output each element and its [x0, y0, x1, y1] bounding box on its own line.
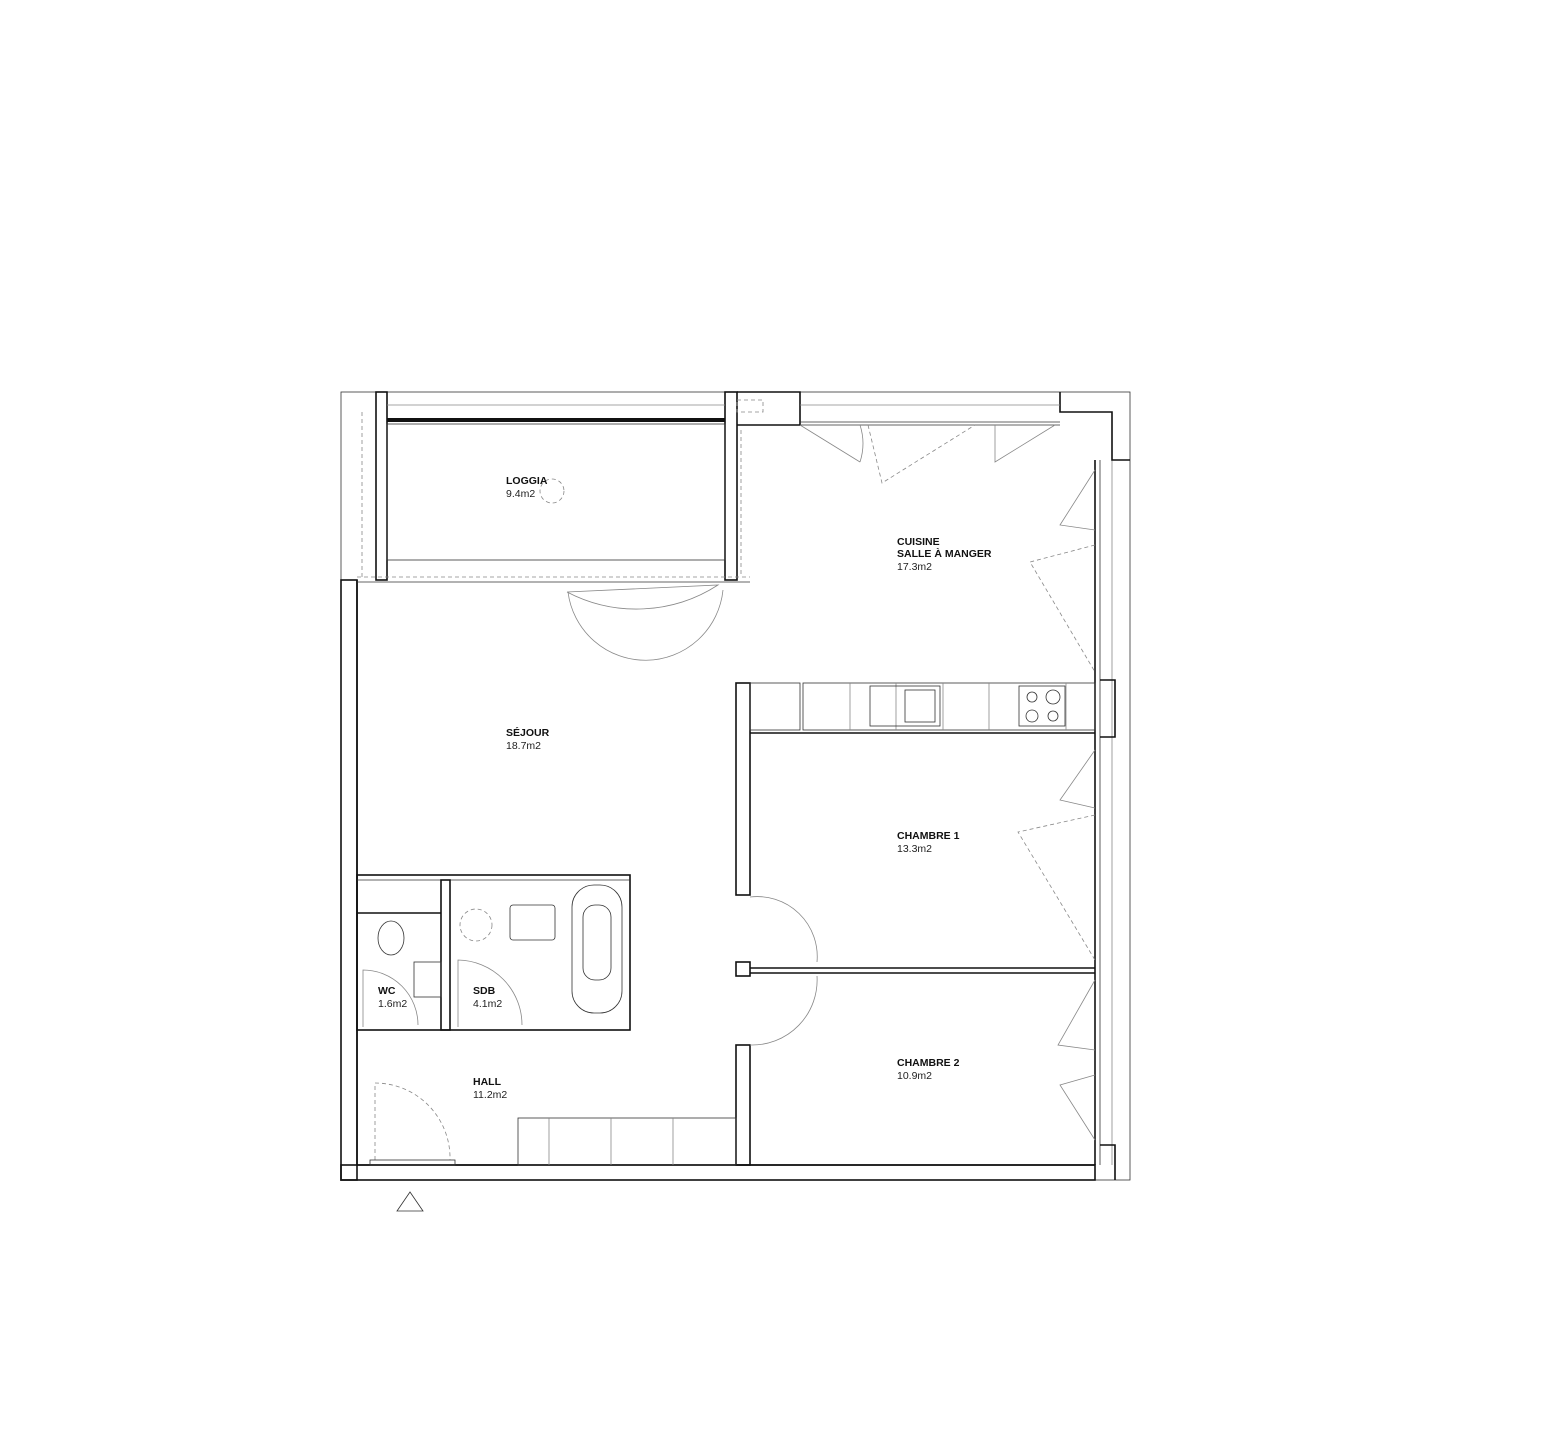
svg-text:1.6m2: 1.6m2 — [378, 998, 407, 1010]
svg-text:WC: WC — [378, 985, 396, 997]
room-label-loggia: LOGGIA 9.4m2 — [506, 475, 548, 500]
svg-text:10.9m2: 10.9m2 — [897, 1070, 932, 1082]
bedroom-walls — [735, 749, 1096, 1166]
svg-text:SDB: SDB — [473, 985, 496, 997]
kitchen-counter — [735, 682, 1096, 896]
cooktop-icon — [1018, 685, 1066, 727]
loggia — [357, 391, 750, 661]
hall-fixtures — [369, 1082, 737, 1212]
svg-text:CHAMBRE 2: CHAMBRE 2 — [897, 1057, 960, 1069]
svg-text:SÉJOUR: SÉJOUR — [506, 726, 550, 739]
svg-text:17.3m2: 17.3m2 — [897, 561, 932, 573]
svg-text:11.2m2: 11.2m2 — [473, 1089, 507, 1101]
sink-icon — [869, 685, 941, 727]
svg-text:18.7m2: 18.7m2 — [506, 740, 541, 752]
svg-text:CHAMBRE 1: CHAMBRE 1 — [897, 830, 960, 842]
svg-text:SALLE À MANGER: SALLE À MANGER — [897, 547, 992, 560]
svg-text:CUISINE: CUISINE — [897, 536, 940, 548]
room-label-wc: WC 1.6m2 — [378, 985, 407, 1010]
room-label-sejour: SÉJOUR 18.7m2 — [506, 726, 550, 752]
svg-text:4.1m2: 4.1m2 — [473, 998, 502, 1010]
bathroom-block — [356, 874, 631, 1031]
kitchen-windows — [736, 391, 1096, 673]
svg-text:13.3m2: 13.3m2 — [897, 843, 932, 855]
washbasin-icon — [509, 904, 556, 941]
room-label-chambre1: CHAMBRE 1 13.3m2 — [897, 830, 960, 855]
bathtub-icon — [571, 884, 623, 1014]
entrance-arrow-icon — [396, 1191, 424, 1212]
room-label-chambre2: CHAMBRE 2 10.9m2 — [897, 1057, 960, 1082]
room-label-sdb: SDB 4.1m2 — [473, 985, 502, 1010]
svg-text:LOGGIA: LOGGIA — [506, 475, 548, 487]
room-label-cuisine: CUISINE SALLE À MANGER 17.3m2 — [897, 536, 992, 573]
svg-text:HALL: HALL — [473, 1076, 502, 1088]
svg-text:9.4m2: 9.4m2 — [506, 488, 535, 500]
toilet-icon — [377, 920, 405, 956]
room-label-hall: HALL 11.2m2 — [473, 1076, 507, 1101]
drain-icon — [539, 478, 565, 504]
